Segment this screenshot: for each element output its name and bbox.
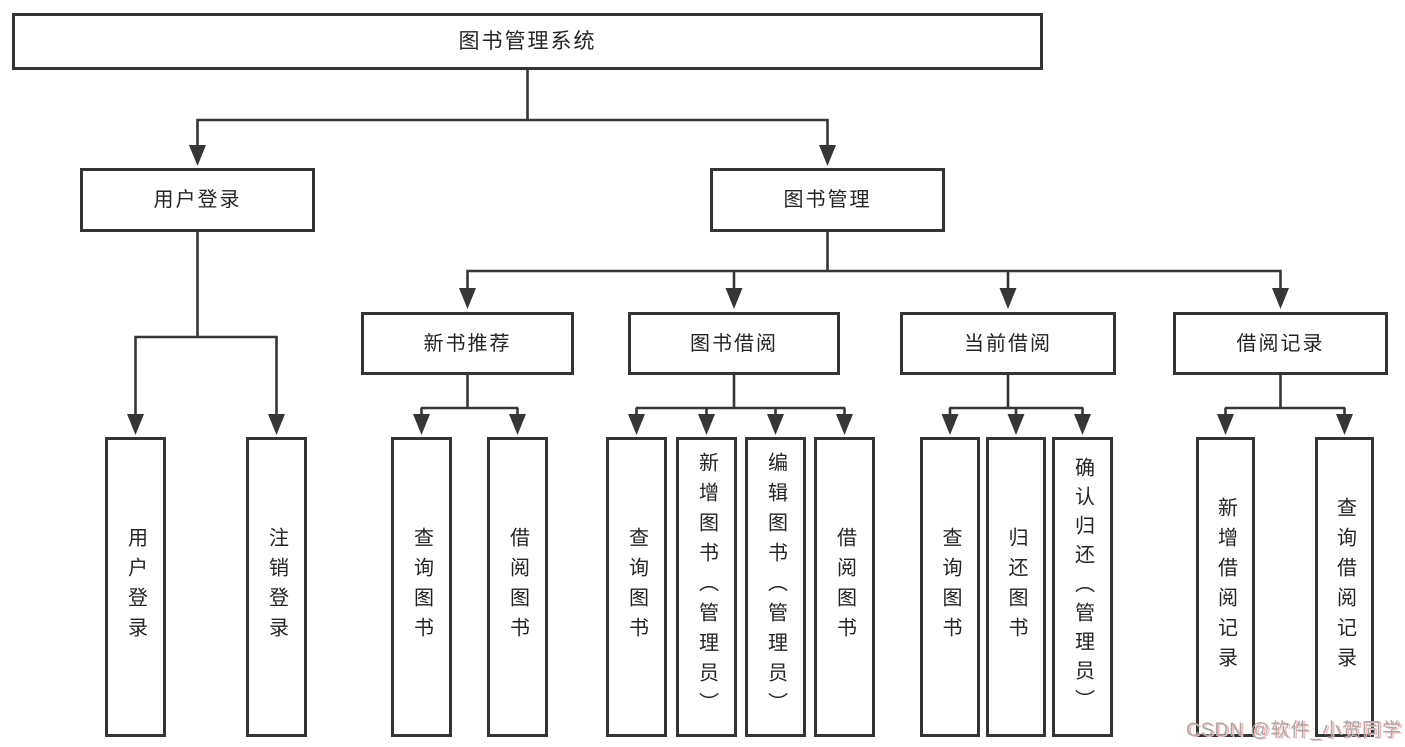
node-new-books-label: 新书推荐: [423, 332, 512, 355]
leaf-borrow-query: 查询图书: [606, 437, 667, 737]
leaf-borrow-borrow: 借阅图书: [814, 437, 875, 737]
node-borrow-records: 借阅记录: [1173, 312, 1388, 375]
leaf-current-return: 归还图书: [986, 437, 1046, 737]
leaf-current-query: 查询图书: [920, 437, 980, 737]
leaf-records-query: 查询借阅记录: [1315, 437, 1374, 737]
connector-book-borrow-children: [628, 375, 853, 435]
leaf-borrow-edit-admin: 编辑图书（管理员）: [745, 437, 806, 737]
leaf-newbooks-borrow: 借阅图书: [487, 437, 548, 737]
leaf-logout: 注销登录: [246, 437, 307, 737]
node-root-label: 图书管理系统: [458, 30, 597, 53]
node-borrow-records-label: 借阅记录: [1236, 332, 1325, 355]
node-book-borrow-label: 图书借阅: [690, 332, 778, 355]
connector-user-login-children: [127, 232, 285, 435]
node-user-login: 用户登录: [80, 168, 315, 232]
leaf-user-login: 用户登录: [105, 437, 166, 737]
leaf-current-confirm-admin: 确认归还（管理员）: [1052, 437, 1113, 737]
leaf-records-add: 新增借阅记录: [1196, 437, 1255, 737]
connector-current-borrow-children: [941, 375, 1091, 435]
node-book-borrow: 图书借阅: [628, 312, 840, 375]
node-user-login-label: 用户登录: [153, 189, 242, 211]
node-new-books: 新书推荐: [361, 312, 574, 375]
node-book-management: 图书管理: [710, 168, 945, 232]
node-root: 图书管理系统: [12, 13, 1043, 70]
connector-borrow-records-children: [1217, 375, 1353, 435]
leaf-borrow-add-admin: 新增图书（管理员）: [676, 437, 737, 737]
node-current-borrow-label: 当前借阅: [964, 332, 1052, 355]
node-current-borrow: 当前借阅: [900, 312, 1116, 375]
csdn-watermark: CSDN @软件_小贺同学: [1186, 720, 1402, 741]
connector-book-management-children: [459, 232, 1289, 309]
node-book-management-label: 图书管理: [783, 189, 872, 211]
connector-new-books-children: [413, 375, 526, 435]
leaf-newbooks-query: 查询图书: [391, 437, 452, 737]
connector-root-to-level2: [189, 68, 836, 166]
